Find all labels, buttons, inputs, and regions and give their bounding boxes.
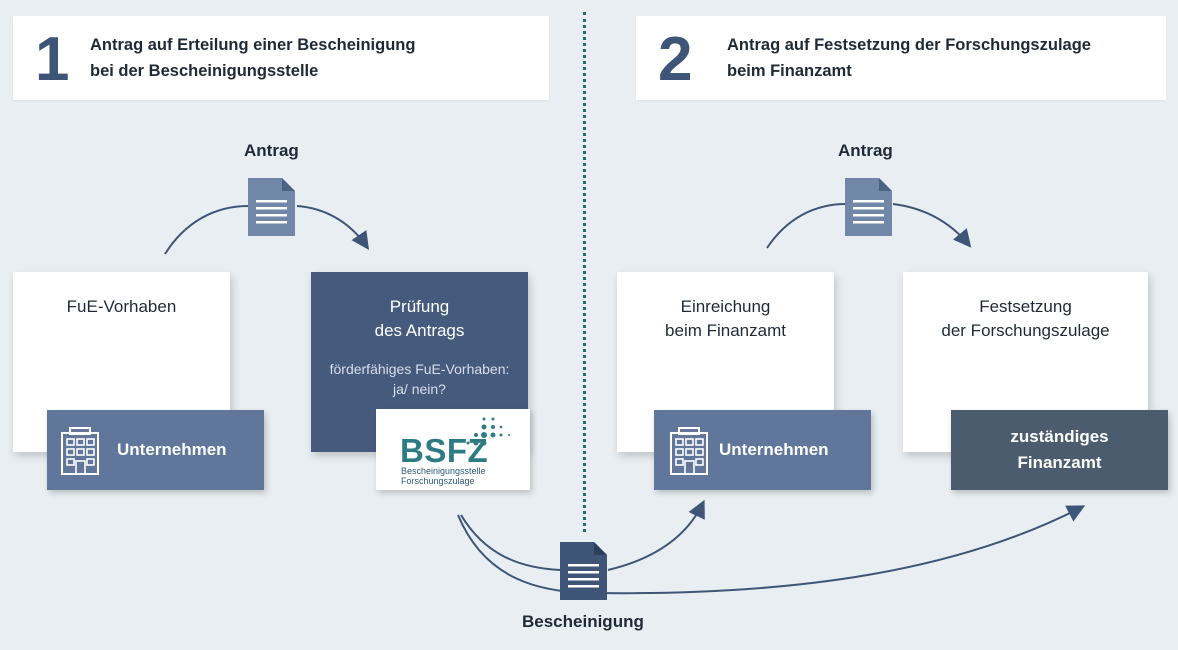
step2-title-line2: beim Finanzamt <box>727 62 852 80</box>
antrag-label-right: Antrag <box>838 141 893 160</box>
festsetzung-title-line2: der Forschungszulage <box>941 321 1110 340</box>
company-box-right: Unternehmen <box>654 410 871 490</box>
step1-number: 1 <box>35 25 70 94</box>
step2-title-line1: Antrag auf Festsetzung der Forschungszul… <box>727 36 1091 54</box>
bsfz-letters: BSFZ <box>400 432 489 469</box>
bsfz-dots-logo <box>464 413 514 458</box>
pruefung-title-line2: des Antrags <box>374 321 465 340</box>
finanzamt-label-line1: zuständiges <box>1010 427 1109 446</box>
step1-title-line1: Antrag auf Erteilung einer Bescheinigung <box>90 36 416 54</box>
bescheinigung-arrow-to-unternehmen <box>460 503 703 571</box>
document-icon <box>248 178 295 241</box>
building-icon <box>670 427 708 480</box>
pruefung-title-line1: Prüfung <box>389 297 450 316</box>
pruefung-title: Prüfung des Antrags <box>311 295 528 343</box>
bsfz-subtitle: Bescheinigungsstelle Forschungszulage <box>401 466 486 486</box>
bsfz-logo-box: BSFZ Bescheinigungsstelle Forschungszula… <box>376 409 530 490</box>
festsetzung-title: Festsetzung der Forschungszulage <box>903 295 1148 343</box>
antrag-label-left: Antrag <box>244 141 299 160</box>
finanzamt-label-line2: Finanzamt <box>1017 453 1102 472</box>
pruefung-sub-line2: ja/ nein? <box>393 381 446 397</box>
step1-header-card: 1 Antrag auf Erteilung einer Bescheinigu… <box>13 16 549 100</box>
section-divider <box>583 12 586 532</box>
fue-card-title: FuE-Vorhaben <box>66 297 177 316</box>
einreichung-title: Einreichung beim Finanzamt <box>617 295 834 343</box>
step2-number: 2 <box>658 25 693 94</box>
bsfz-sub-line1: Bescheinigungsstelle <box>401 466 486 476</box>
antrag-arrow-left-head <box>296 205 370 250</box>
antrag-arrow-right-head <box>892 203 972 248</box>
document-icon <box>560 542 607 605</box>
step2-header-card: 2 Antrag auf Festsetzung der Forschungsz… <box>636 16 1166 100</box>
bsfz-sub-line2: Forschungszulage <box>401 476 475 486</box>
antrag-arrow-right <box>766 203 847 249</box>
bescheinigung-label: Bescheinigung <box>522 612 644 631</box>
building-icon <box>61 427 99 480</box>
einreichung-title-line2: beim Finanzamt <box>665 321 786 340</box>
festsetzung-title-line1: Festsetzung <box>979 297 1072 316</box>
pruefung-sub-line1: förderfähiges FuE-Vorhaben: <box>329 361 510 377</box>
antrag-arrow-left <box>164 205 249 255</box>
finanzamt-label: zuständiges Finanzamt <box>951 424 1168 476</box>
finanzamt-box: zuständiges Finanzamt <box>951 410 1168 490</box>
einreichung-title-line1: Einreichung <box>680 297 771 316</box>
step2-title: Antrag auf Festsetzung der Forschungszul… <box>727 32 1091 84</box>
step1-title: Antrag auf Erteilung einer Bescheinigung… <box>90 32 415 84</box>
bescheinigung-arrow-to-finanzamt <box>457 505 1086 595</box>
company-label-left: Unternehmen <box>117 440 227 459</box>
pruefung-subtext: förderfähiges FuE-Vorhaben: ja/ nein? <box>311 359 528 399</box>
step1-title-line2: bei der Bescheinigungsstelle <box>90 62 319 80</box>
document-icon <box>845 178 892 241</box>
company-label-right: Unternehmen <box>719 440 829 459</box>
company-box-left: Unternehmen <box>47 410 264 490</box>
